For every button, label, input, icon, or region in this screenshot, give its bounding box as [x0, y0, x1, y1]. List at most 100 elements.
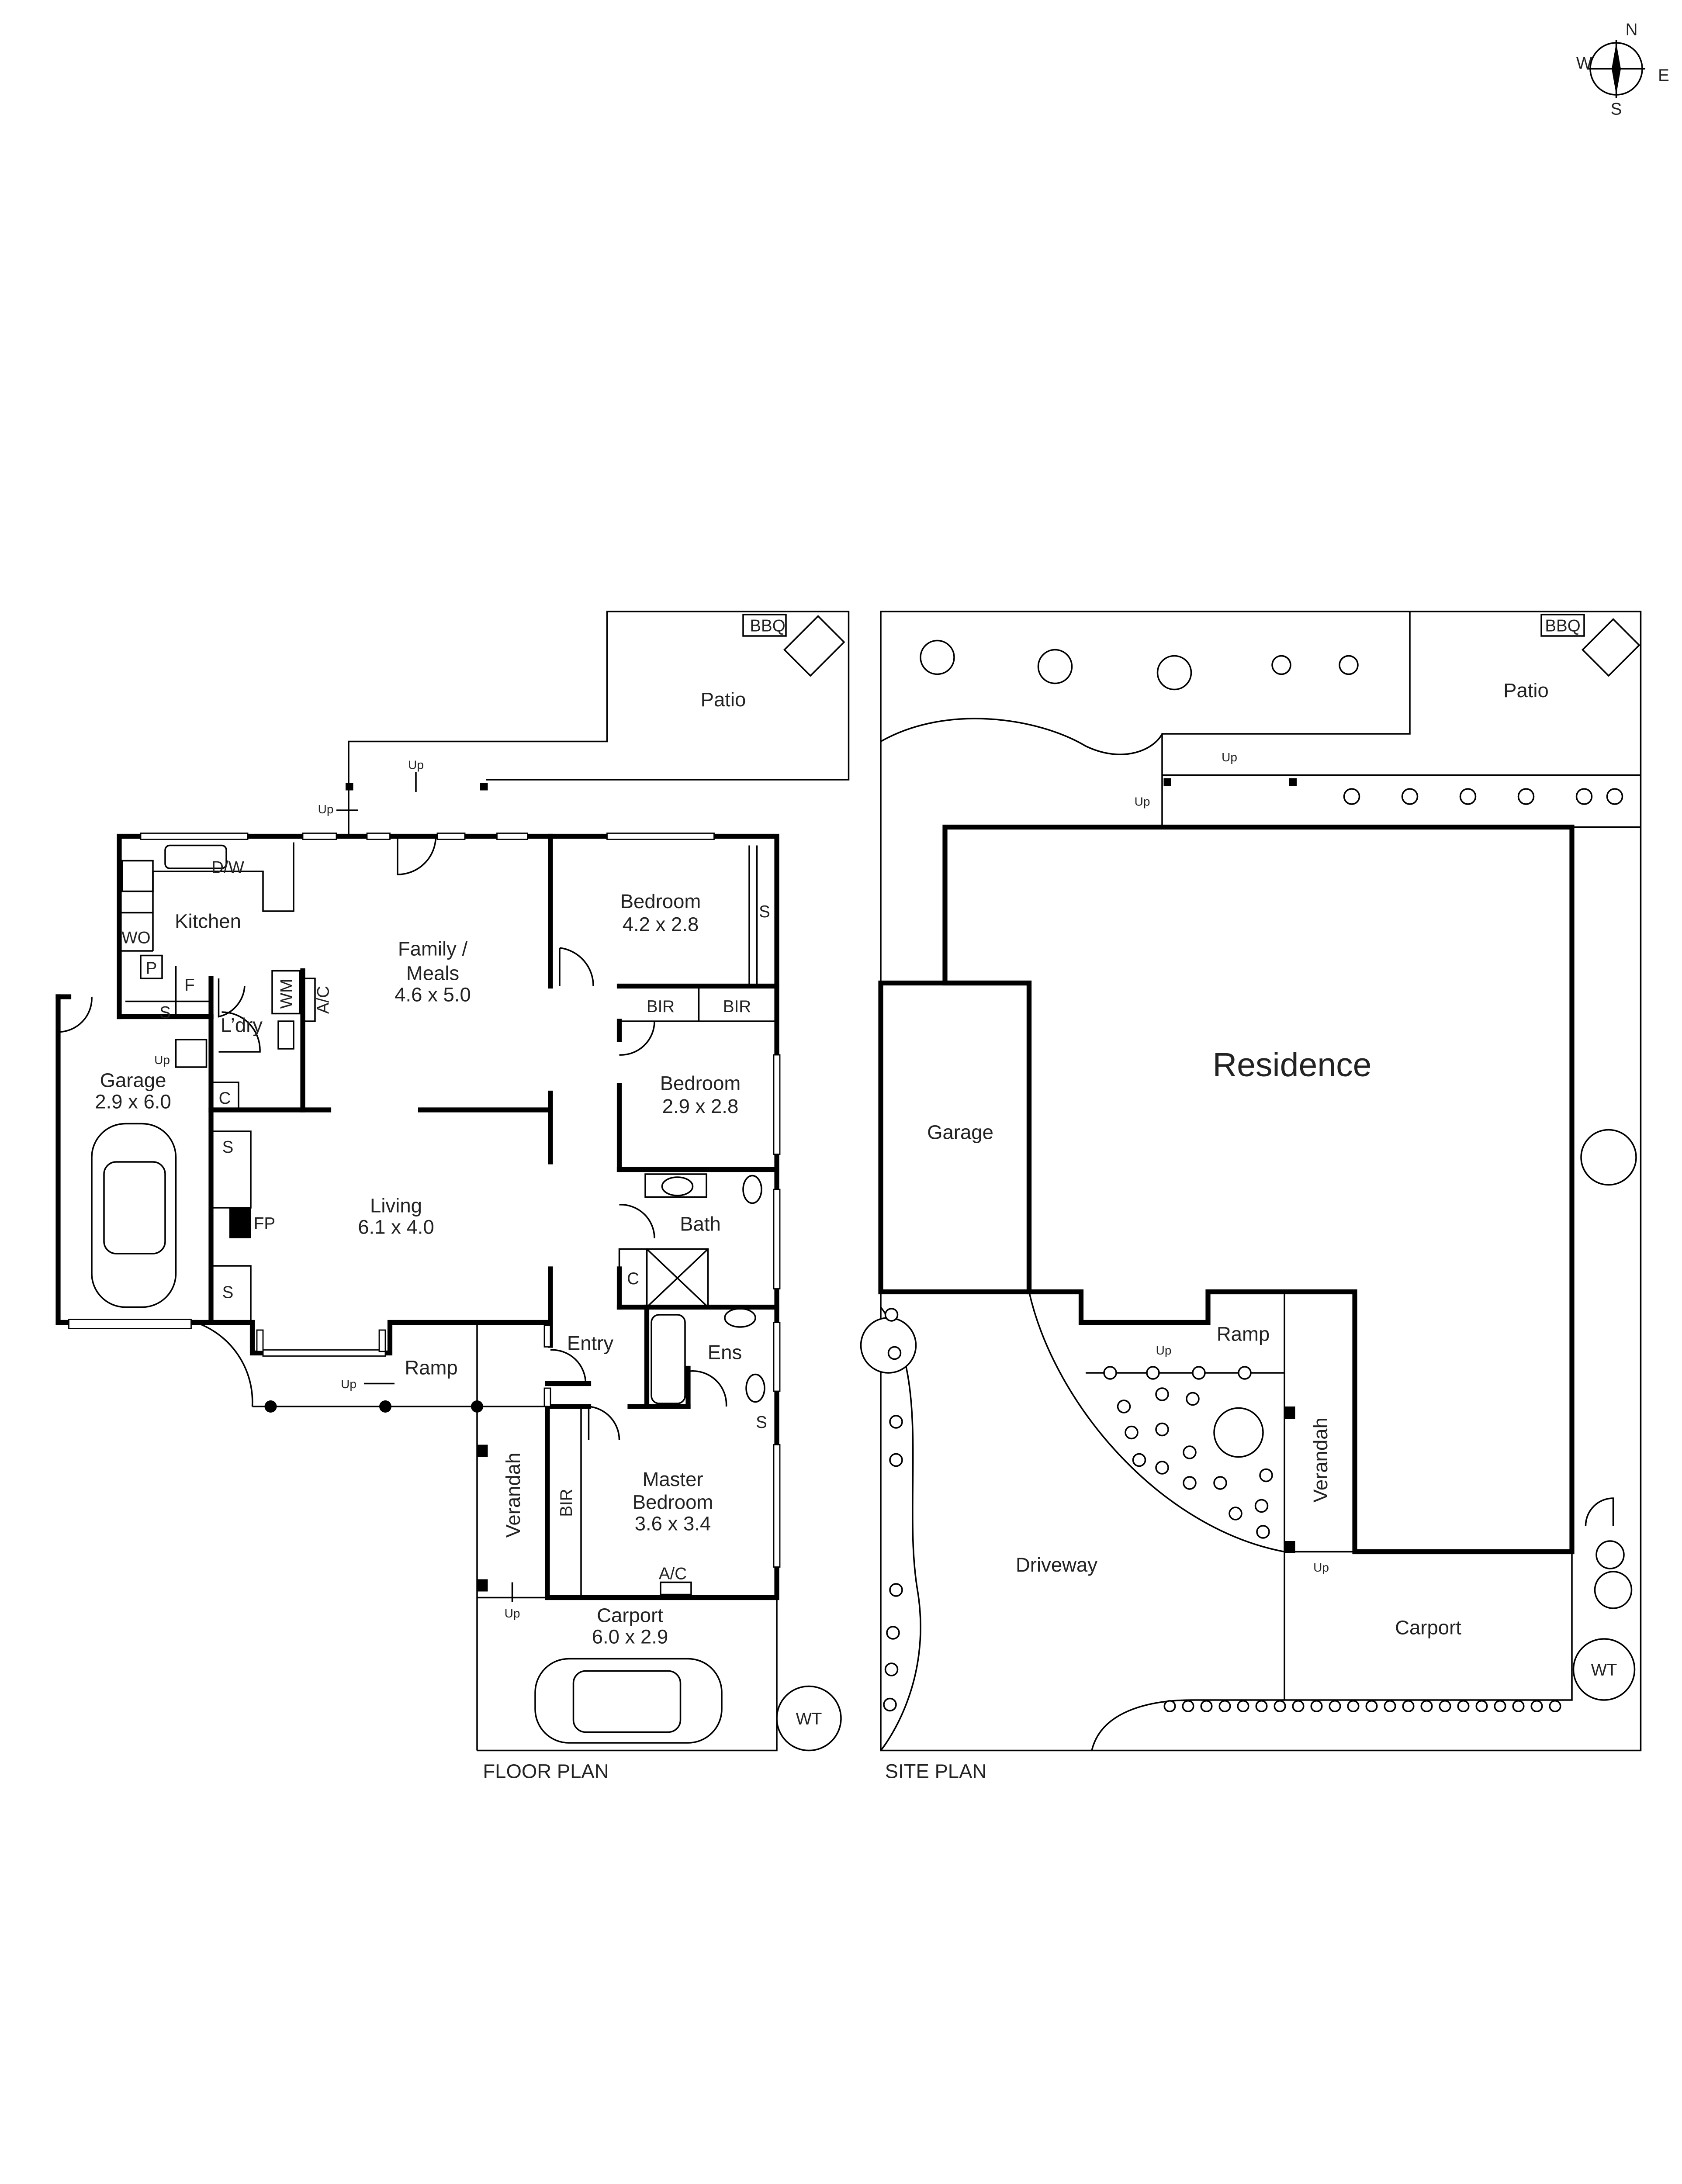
tree-icon	[1580, 1129, 1637, 1186]
tree-icon	[1155, 1461, 1169, 1475]
tree-icon	[1595, 1540, 1625, 1569]
residence-label: Residence	[1213, 1046, 1372, 1084]
bir-label: BIR	[647, 997, 675, 1016]
entry-label: Entry	[567, 1332, 613, 1355]
compass-n: N	[1626, 21, 1638, 39]
up-label: Up	[1222, 750, 1237, 764]
carport-dim: 6.0 x 2.9	[592, 1626, 668, 1648]
tree-icon	[1037, 649, 1073, 684]
tree-icon	[1146, 1366, 1160, 1380]
floor-plan-labels: D/W Kitchen WO P F S L’dry WM A/C Family…	[95, 858, 822, 1783]
tree-icon	[1329, 1700, 1341, 1712]
wt-label: WT	[796, 1710, 822, 1728]
compass-s: S	[1611, 100, 1622, 119]
compass-icon: N E S W	[1576, 21, 1669, 119]
tree-icon	[1292, 1700, 1305, 1712]
tree-icon	[1339, 655, 1359, 675]
living-label: Living	[370, 1195, 422, 1217]
tree-icon	[1103, 1366, 1117, 1380]
garage-label: Garage	[927, 1121, 993, 1144]
site-boundary	[880, 611, 1642, 1752]
tree-icon	[1347, 1700, 1360, 1712]
tree-icon	[1155, 1422, 1169, 1437]
tree-icon	[1512, 1700, 1525, 1712]
verandah-label: Verandah	[1309, 1417, 1332, 1503]
tree-icon	[1213, 1476, 1227, 1490]
tree-icon	[1155, 1387, 1169, 1401]
storage-label: S	[222, 1283, 234, 1302]
patio-area: BBQ Patio Up Up	[318, 611, 850, 836]
tree-icon	[920, 639, 955, 675]
tree-icon	[1238, 1366, 1252, 1380]
storage-label: S	[756, 1413, 767, 1432]
tree-icon	[1517, 788, 1535, 805]
site-plan-caption: SITE PLAN	[885, 1760, 987, 1783]
windows	[68, 833, 781, 1568]
living-dim: 6.1 x 4.0	[358, 1216, 434, 1238]
tree-icon	[887, 1346, 902, 1360]
tree-icon	[1310, 1700, 1323, 1712]
tree-icon	[1343, 788, 1360, 805]
tree-icon	[1254, 1499, 1269, 1513]
tree-icon	[1213, 1407, 1264, 1458]
tree-icon	[1186, 1392, 1200, 1406]
carport-label: Carport	[597, 1604, 663, 1627]
fridge-label: F	[184, 976, 195, 995]
tree-icon	[1218, 1700, 1231, 1712]
tree-icon	[1182, 1700, 1194, 1712]
ramp-label: Ramp	[1217, 1323, 1270, 1345]
compass-w: W	[1576, 54, 1592, 73]
doors[interactable]	[58, 836, 727, 1441]
tree-icon	[1475, 1700, 1488, 1712]
garage-label: Garage	[100, 1069, 166, 1092]
up-label: Up	[1313, 1561, 1329, 1574]
tree-icon	[1255, 1700, 1268, 1712]
patio-label: Patio	[1503, 679, 1549, 702]
bir-label: BIR	[723, 997, 751, 1016]
floor-and-site-plan: N E S W BBQ Patio Up Up	[55, 21, 1669, 1783]
cupboard-label: C	[627, 1269, 639, 1288]
tree-icon	[1594, 1571, 1633, 1609]
up-label: Up	[341, 1377, 356, 1391]
cupboard-label: C	[219, 1089, 231, 1108]
ac-label: A/C	[659, 1565, 687, 1583]
tree-icon	[1200, 1700, 1213, 1712]
tree-icon	[1156, 655, 1192, 691]
tree-icon	[1459, 788, 1477, 805]
tree-icon	[1259, 1468, 1273, 1482]
tree-icon	[1192, 1366, 1206, 1380]
tree-icon	[1457, 1700, 1470, 1712]
family-dim: 4.6 x 5.0	[395, 984, 471, 1006]
compass-e: E	[1658, 66, 1669, 85]
up-label: Up	[408, 758, 424, 772]
storage-label: S	[222, 1138, 234, 1157]
tree-icon	[1402, 1700, 1415, 1712]
tree-icon	[1271, 655, 1291, 675]
tree-icon	[883, 1697, 897, 1712]
kitchen-fixtures	[119, 842, 777, 1598]
tree-icon	[1420, 1700, 1433, 1712]
tree-icon	[1575, 788, 1593, 805]
bedroom2-label: Bedroom	[660, 1072, 741, 1095]
up-label: Up	[154, 1053, 170, 1067]
ramp-area: Up Up Up	[154, 1053, 778, 1752]
up-label: Up	[1135, 795, 1150, 809]
tree-icon	[1365, 1700, 1378, 1712]
tree-icons	[860, 639, 1637, 1712]
tree-icon	[889, 1583, 903, 1597]
wt-label: WT	[1591, 1661, 1617, 1679]
master-label-1: Master	[642, 1468, 703, 1490]
tree-icon	[1229, 1507, 1242, 1521]
up-label: Up	[1156, 1344, 1172, 1357]
bir-label: BIR	[557, 1489, 576, 1517]
tree-icon	[1183, 1445, 1197, 1459]
verandah-label: Verandah	[502, 1453, 524, 1538]
bath-label: Bath	[680, 1213, 721, 1235]
up-label: Up	[505, 1607, 520, 1620]
tree-icon	[1132, 1453, 1146, 1467]
tree-icon	[889, 1453, 903, 1467]
tree-icon	[1606, 788, 1623, 805]
tree-icon	[1274, 1700, 1286, 1712]
bedroom1-label: Bedroom	[620, 890, 701, 912]
tree-icon	[1384, 1700, 1396, 1712]
